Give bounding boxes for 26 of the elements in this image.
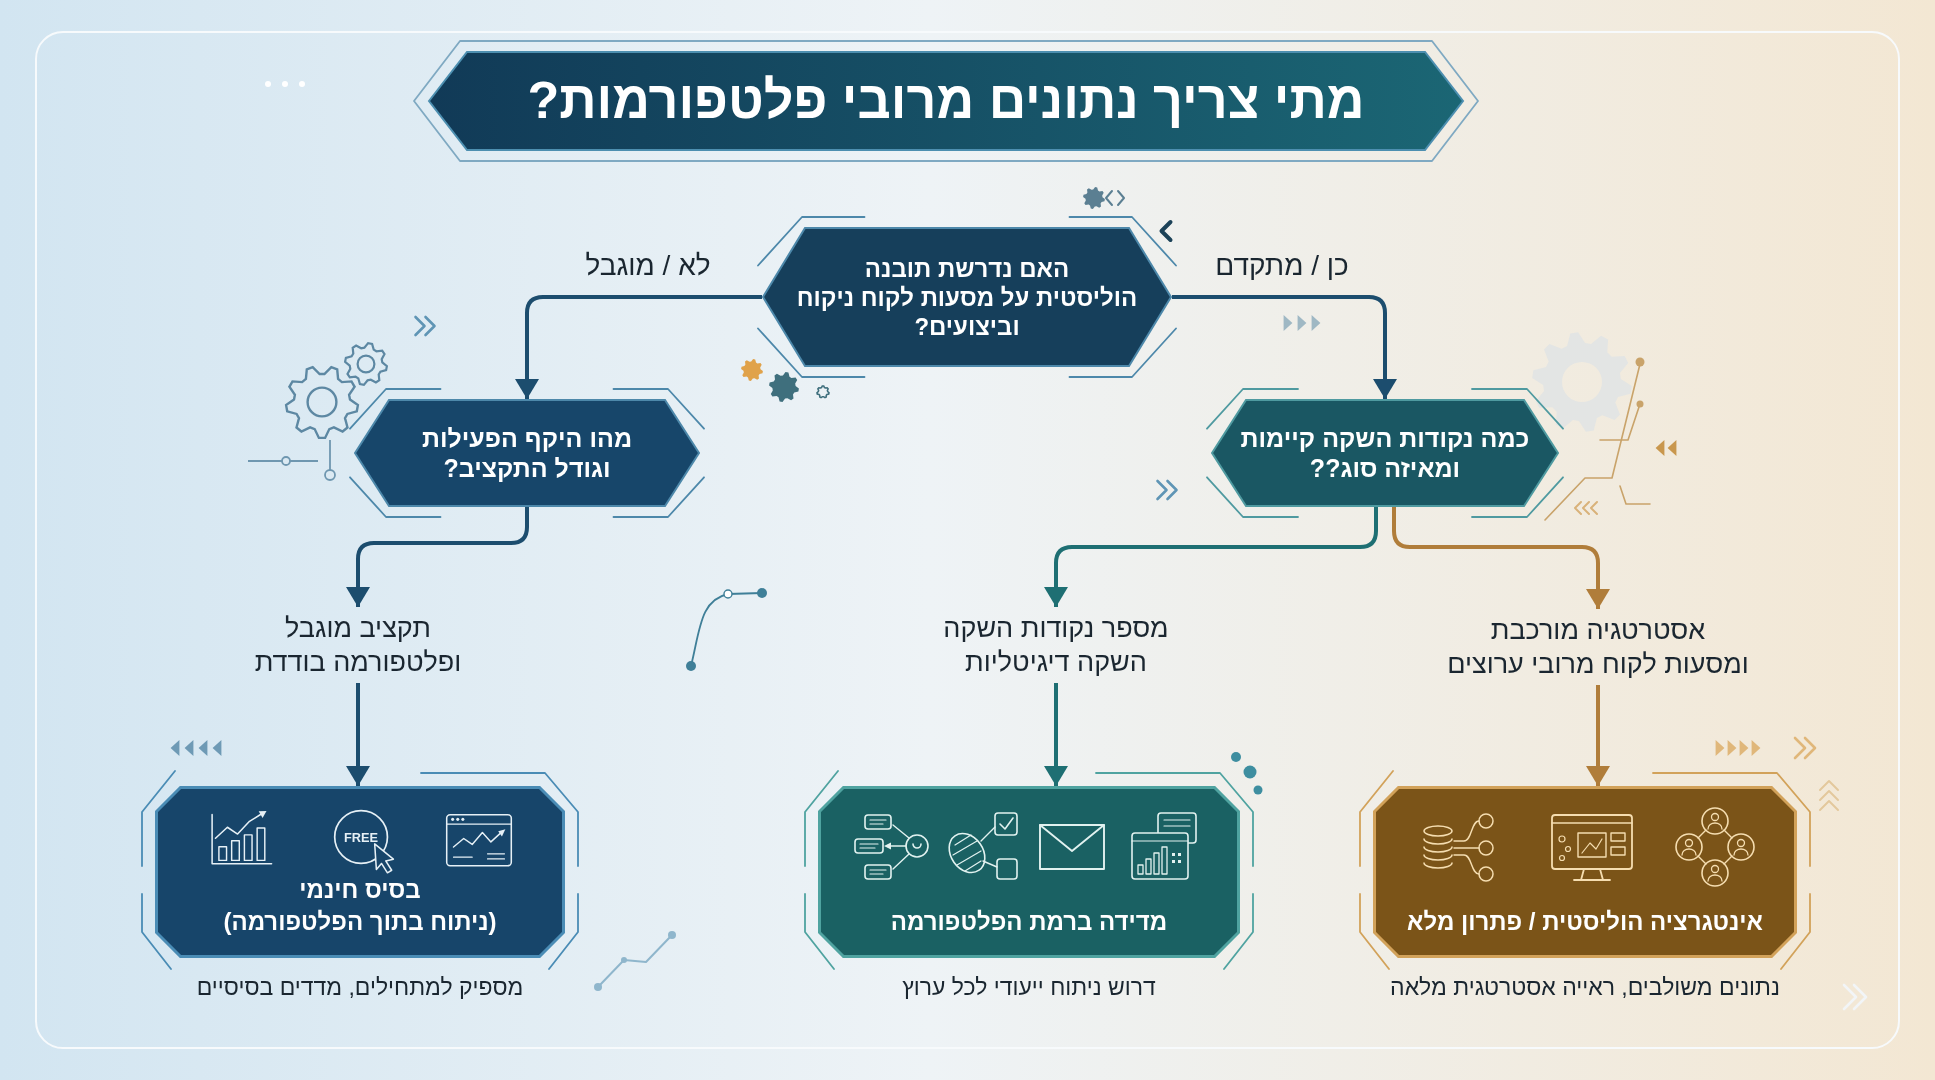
result-panel bbox=[155, 786, 565, 958]
node-label: דרוש ניתוח ייעודי לכל ערוץ bbox=[902, 973, 1156, 1002]
branch-text: מספר נקודות השקה השקה דיגיטליות bbox=[933, 607, 1179, 683]
node-label: נתונים משולבים, ראייה אסטרטגית מלאה bbox=[1390, 973, 1780, 1002]
branch-text: תקציב מוגבל ופלטפורמה בודדת bbox=[243, 607, 473, 683]
decision-hexagon: האם נדרשת תובנה הוליסטית על מסעות לקוח ניקוח וביצועים? bbox=[762, 227, 1172, 367]
branch-text: אסטרטגיה מורכבת ומסעות לקוח מרובי ערוצים bbox=[1418, 609, 1778, 685]
edge-label: לא / מוגבל bbox=[585, 249, 711, 283]
arrow bbox=[1172, 295, 1397, 399]
arrow bbox=[1044, 683, 1068, 786]
decision-hexagon: כמה נקודות השקה קיימות ומאיזה סוג?? bbox=[1211, 399, 1559, 507]
decision-hexagon: מהו היקף הפעילות וגודל התקציב? bbox=[354, 399, 700, 507]
arrow bbox=[515, 295, 762, 399]
panel-title: מדידה ברמת הפלטפורמה bbox=[889, 907, 1169, 937]
result-panel bbox=[1373, 786, 1797, 958]
panel-title: אינטגרציה הוליסטית / פתרון מלא bbox=[1406, 907, 1764, 937]
title-banner: מתי צריך נתונים מרובי פלטפורמות? bbox=[428, 51, 1464, 151]
arrow bbox=[1392, 507, 1610, 609]
arrow bbox=[1044, 507, 1378, 607]
arrow bbox=[1586, 685, 1610, 786]
edge-label: כן / מתקדם bbox=[1215, 249, 1349, 283]
arrow bbox=[346, 507, 529, 607]
result-panel bbox=[818, 786, 1240, 958]
node-label: מספיק למתחילים, מדדים בסיסיים bbox=[196, 973, 524, 1002]
panel-title: בסיס חינמי (ניתוח בתוך הפלטפורמה) bbox=[222, 875, 498, 937]
arrow bbox=[346, 683, 370, 786]
